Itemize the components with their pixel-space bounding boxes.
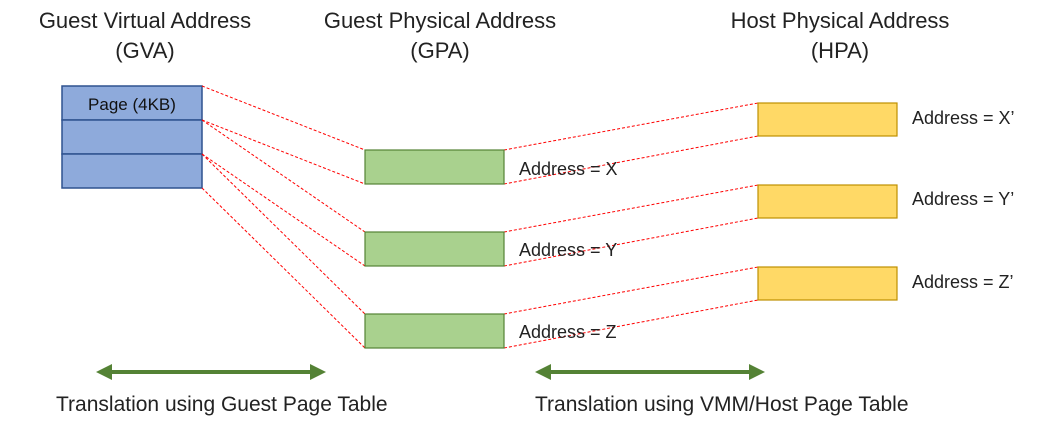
- gpa-address-y: Address = Y: [519, 240, 617, 260]
- gpa-column-title: Guest Physical Address (GPA): [290, 6, 590, 66]
- gva-page-stack: Page (4KB): [61, 85, 203, 189]
- gva-title-line2: (GVA): [115, 38, 175, 63]
- gpa-frame-x: [364, 149, 505, 185]
- gpa-frame-z: [364, 313, 505, 349]
- map-line-gpa-x-hpa-x-bottom: [503, 135, 759, 185]
- hpa-address-z: Address = Z’: [912, 272, 1014, 292]
- mapping-lines: [201, 85, 759, 349]
- gva-page-0: [61, 85, 203, 121]
- gva-page-label: Page (4KB): [88, 95, 176, 114]
- hpa-frames: [757, 102, 898, 301]
- map-line-gva2-gpa-z-bottom: [201, 187, 366, 349]
- gva-page-2: [61, 153, 203, 189]
- hpa-frame-y: [757, 184, 898, 219]
- hpa-frame-z: [757, 266, 898, 301]
- gpa-address-z: Address = Z: [519, 322, 617, 342]
- guest-translation-caption: Translation using Guest Page Table: [56, 393, 388, 416]
- hpa-address-y: Address = Y’: [912, 189, 1014, 209]
- gva-column-title: Guest Virtual Address (GVA): [0, 6, 290, 66]
- host-translation-caption: Translation using VMM/Host Page Table: [535, 393, 909, 416]
- map-line-gva1-gpa-y-top: [201, 119, 366, 233]
- map-line-gpa-y-hpa-y-bottom: [503, 217, 759, 267]
- hpa-frame-x: [757, 102, 898, 137]
- map-line-gpa-x-hpa-x-top: [503, 102, 759, 151]
- hpa-title-line2: (HPA): [810, 38, 870, 63]
- gpa-frames: [364, 149, 505, 349]
- hpa-title-line1: Host Physical Address: [730, 8, 950, 33]
- hpa-column-title: Host Physical Address (HPA): [700, 6, 980, 66]
- gpa-title-line1: Guest Physical Address: [323, 8, 557, 33]
- gva-title-line1: Guest Virtual Address: [38, 8, 252, 33]
- gpa-frame-y: [364, 231, 505, 267]
- map-line-gpa-z-hpa-z-bottom: [503, 299, 759, 349]
- gpa-title-line2: (GPA): [410, 38, 470, 63]
- map-line-gva1-gpa-y-bottom: [201, 153, 366, 267]
- map-line-gva0-gpa-x-top: [201, 85, 366, 151]
- map-line-gpa-z-hpa-z-top: [503, 266, 759, 315]
- gpa-address-x: Address = X: [519, 159, 618, 179]
- map-line-gpa-y-hpa-y-top: [503, 184, 759, 233]
- hpa-address-x: Address = X’: [912, 108, 1015, 128]
- map-line-gva2-gpa-z-top: [201, 153, 366, 315]
- gva-page-1: [61, 119, 203, 155]
- map-line-gva0-gpa-x-bottom: [201, 119, 366, 185]
